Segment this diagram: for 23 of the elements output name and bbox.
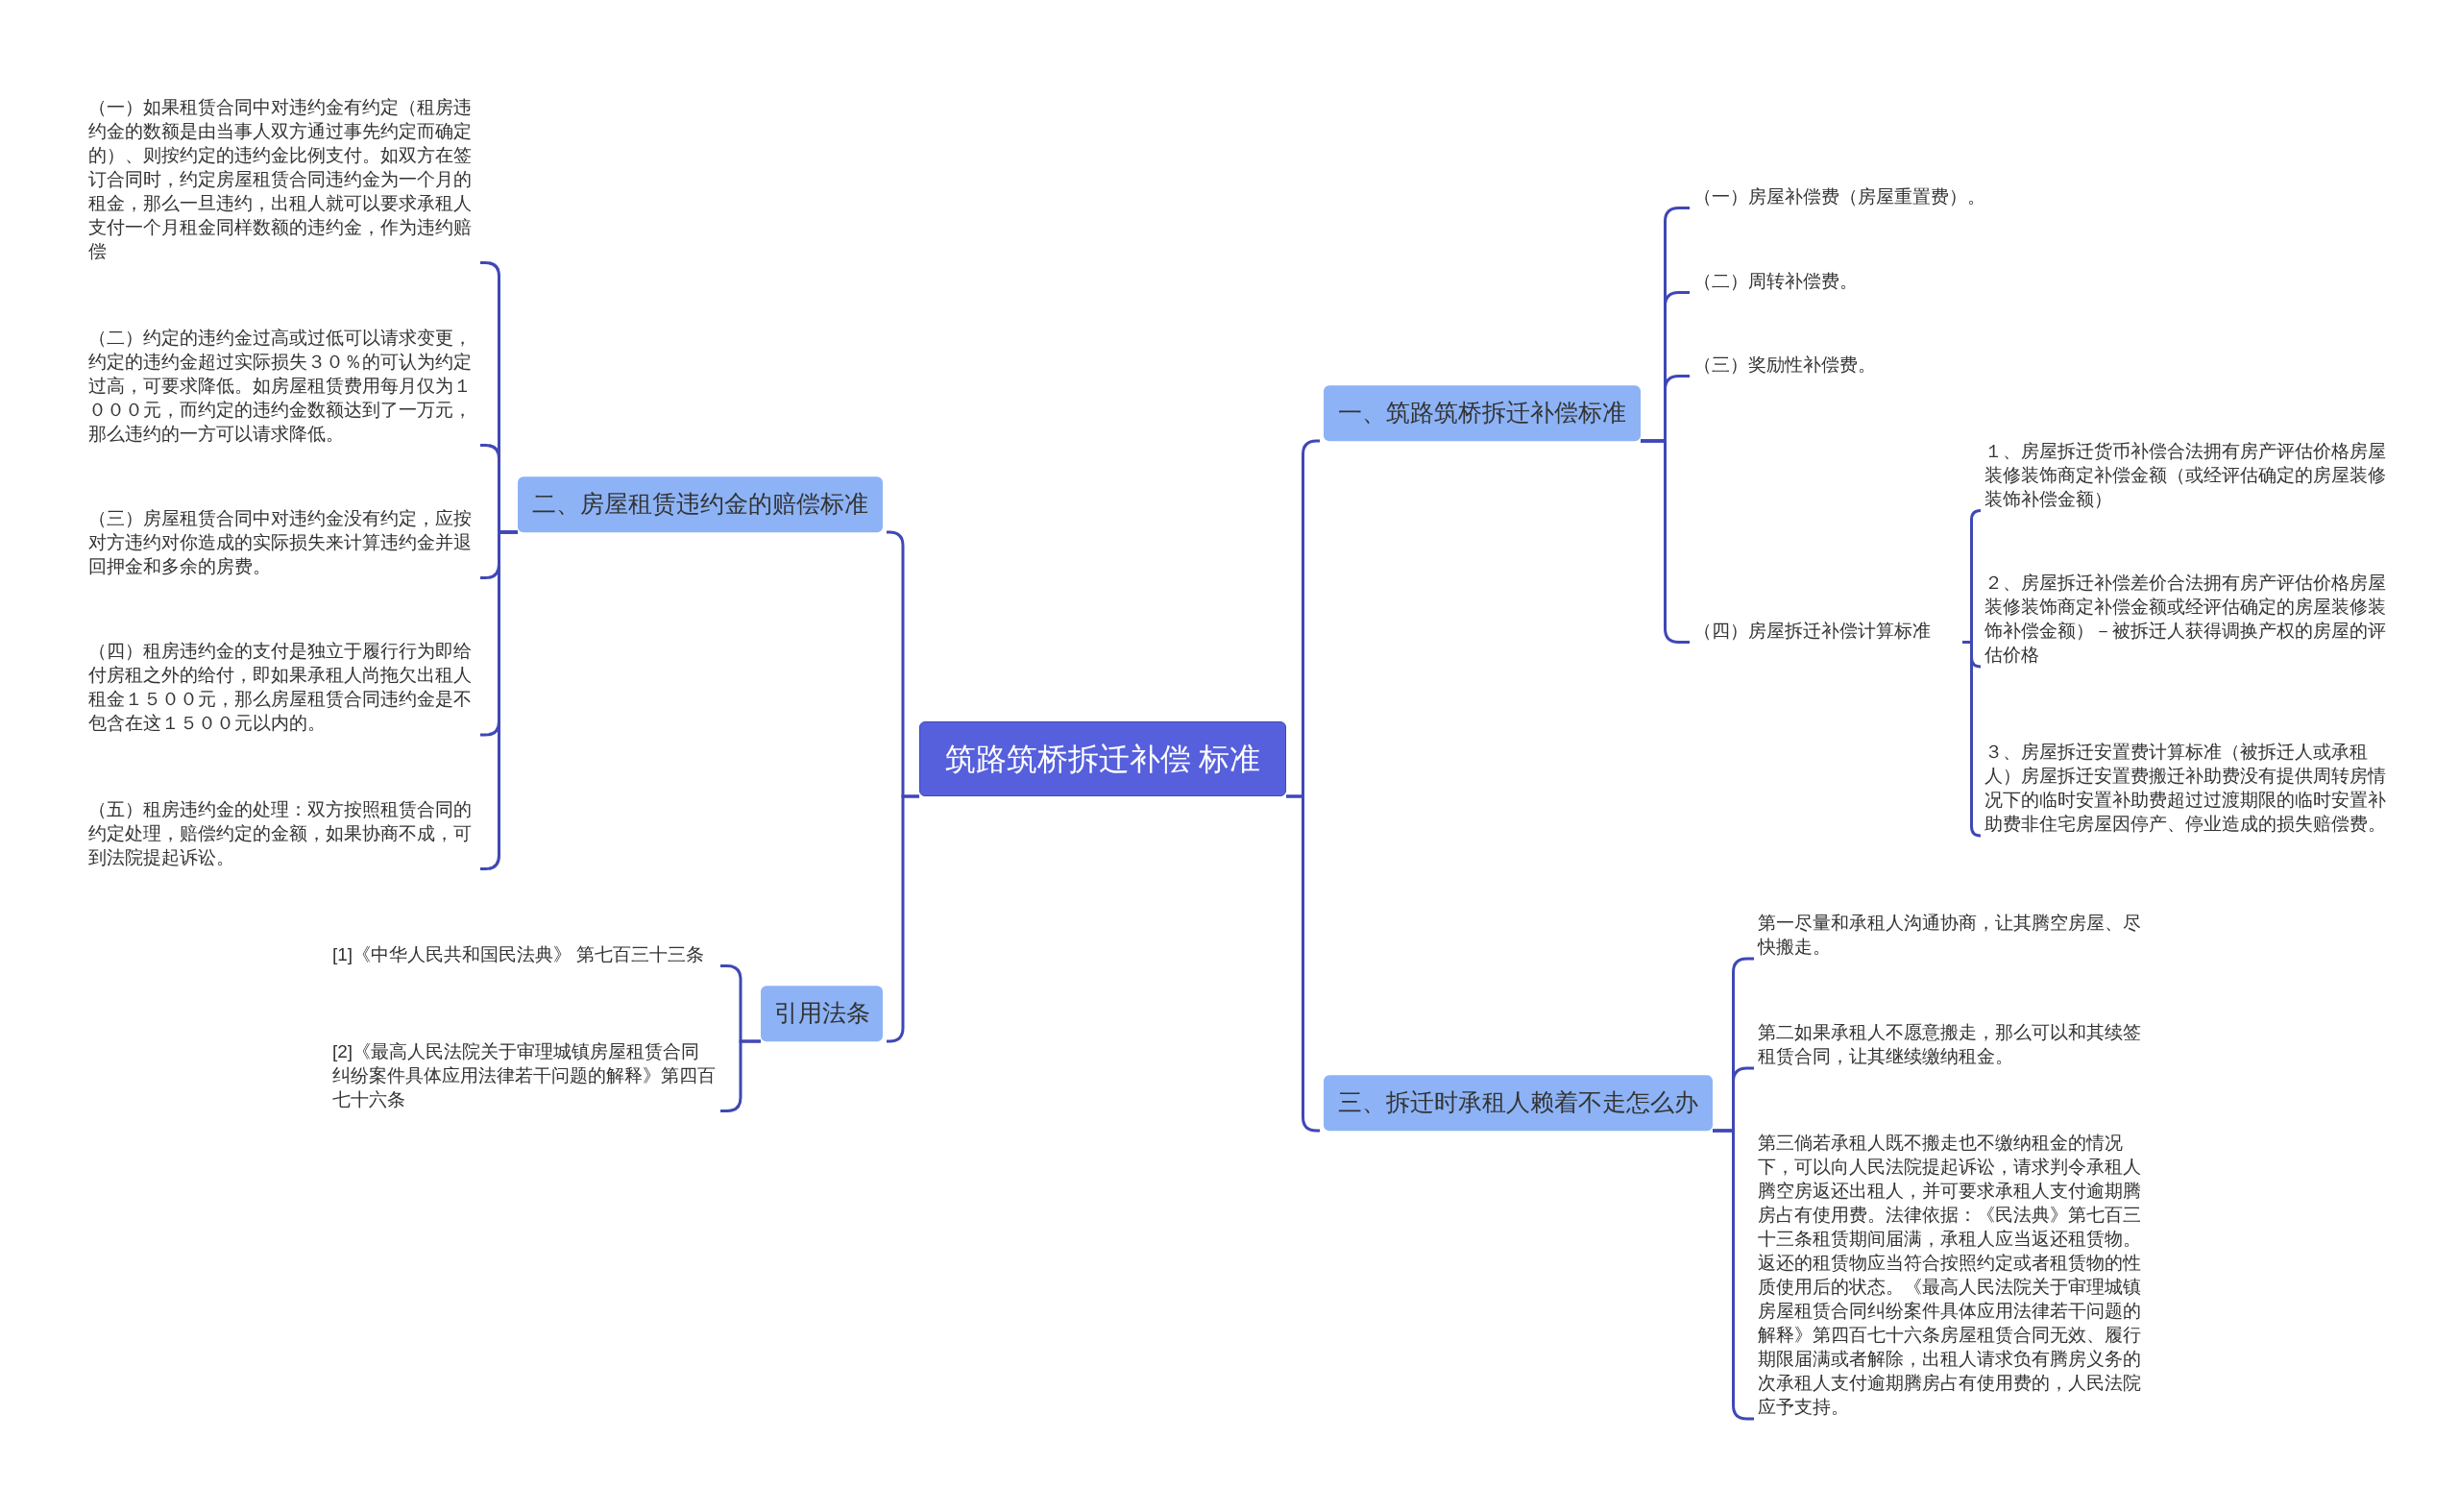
subtopic-text: （一）如果租赁合同中对违约金有约定（租房违约金的数额是由当事人双方通过事先约定而确定的）、则按约定的违约金比例支付。如双方在签订合同时，约定房屋租赁合同违约金为一个月的租金，那么一旦违约，出租人就可以要求承租人支付一个月租金同样数额的违约金，作为违约赔偿 bbox=[88, 94, 476, 263]
subtopic-text: （三）房屋租赁合同中对违约金没有约定，应按对方违约对你造成的实际损失来计算违约金并退回押金和多余的房费。 bbox=[88, 505, 476, 578]
subtopic-text: 第一尽量和承租人沟通协商，让其腾空房屋、尽快搬走。 bbox=[1758, 911, 2152, 959]
subtopic-text: （三）奖励性补偿费。 bbox=[1693, 352, 2116, 377]
subtopic-text: （四）租房违约金的支付是独立于履行行为即给付房租之外的给付，即如果承租人尚拖欠出租人租金１５００元，那么房屋租赁合同违约金是不包含在这１５００元以内的。 bbox=[88, 639, 476, 735]
central-topic-box: 筑路筑桥拆迁补偿 标准 bbox=[919, 721, 1286, 796]
topic-box: 引用法条 bbox=[761, 986, 883, 1041]
subtopic-text: （五）租房违约金的处理：双方按照租赁合同的约定处理，赔偿约定的金额，如果协商不成，可到法院提起诉讼。 bbox=[88, 796, 476, 869]
subtopic-text: ３、房屋拆迁安置费计算标准（被拆迁人或承租人）房屋拆迁安置费搬迁补助费没有提供周转房情况下的临时安置补助费超过过渡期限的临时安置补助费非住宅房屋因停产、停业造成的损失赔偿费。 bbox=[1984, 740, 2388, 836]
subtopic-text: （二）约定的违约金过高或过低可以请求变更，约定的违约金超过实际损失３０％的可认为约定过高，可要求降低。如房屋租赁费用每月仅为１０００元，而约定的违约金数额达到了一万元，那么违约的一方可以请求降低。 bbox=[88, 325, 476, 446]
connector-line bbox=[1962, 641, 1983, 838]
topic-box: 二、房屋租赁违约金的赔偿标准 bbox=[518, 476, 883, 532]
topic-box: 三、拆迁时承租人赖着不走怎么办 bbox=[1324, 1075, 1713, 1131]
subtopic-text: （二）周转补偿费。 bbox=[1693, 268, 2116, 293]
subtopic-text: （一）房屋补偿费（房屋重置费）。 bbox=[1693, 183, 2116, 208]
subtopic-text: １、房屋拆迁货币补偿合法拥有房产评估价格房屋装修装饰商定补偿金额（或经评估确定的房屋装修装饰补偿金额） bbox=[1984, 438, 2388, 511]
subtopic-text: [2]《最高人民法院关于审理城镇房屋租赁合同纠纷案件具体应用法律若干问题的解释》第四百七十六条 bbox=[332, 1038, 717, 1111]
subtopic-text: [1]《中华人民共和国民法典》 第七百三十三条 bbox=[332, 941, 717, 966]
subtopic-text: 第三倘若承租人既不搬走也不缴纳租金的情况下，可以向人民法院提起诉讼，请求判令承租人腾空房返还出租人，并可要求承租人支付逾期腾房占有使用费。法律依据：《民法典》第七百三十三条租赁期间届满，承租人应当返还租赁物。返还的租赁物应当符合按照约定或者租赁物的性质使用后的状态。《最高人民法院关于审理城镇房屋租赁合同纠纷案件具体应用法律若干问题的解释》第四百七十六条房屋租赁合同无效、履行期限届满或者解除，出租人请求负有腾房义务的次承租人支付逾期腾房占有使用费的，人民法院应予支持。 bbox=[1758, 1131, 2152, 1419]
subtopic-text: ２、房屋拆迁补偿差价合法拥有房产评估价格房屋装修装饰商定补偿金额或经评估确定的房屋装修装饰补偿金额）－被拆迁人获得调换产权的房屋的评估价格 bbox=[1984, 571, 2388, 667]
subtopic-text: （四）房屋拆迁补偿计算标准 bbox=[1693, 618, 1962, 643]
subtopic-text: 第二如果承租人不愿意搬走，那么可以和其续签租赁合同，让其继续缴纳租金。 bbox=[1758, 1020, 2152, 1068]
topic-box: 一、筑路筑桥拆迁补偿标准 bbox=[1324, 385, 1641, 441]
